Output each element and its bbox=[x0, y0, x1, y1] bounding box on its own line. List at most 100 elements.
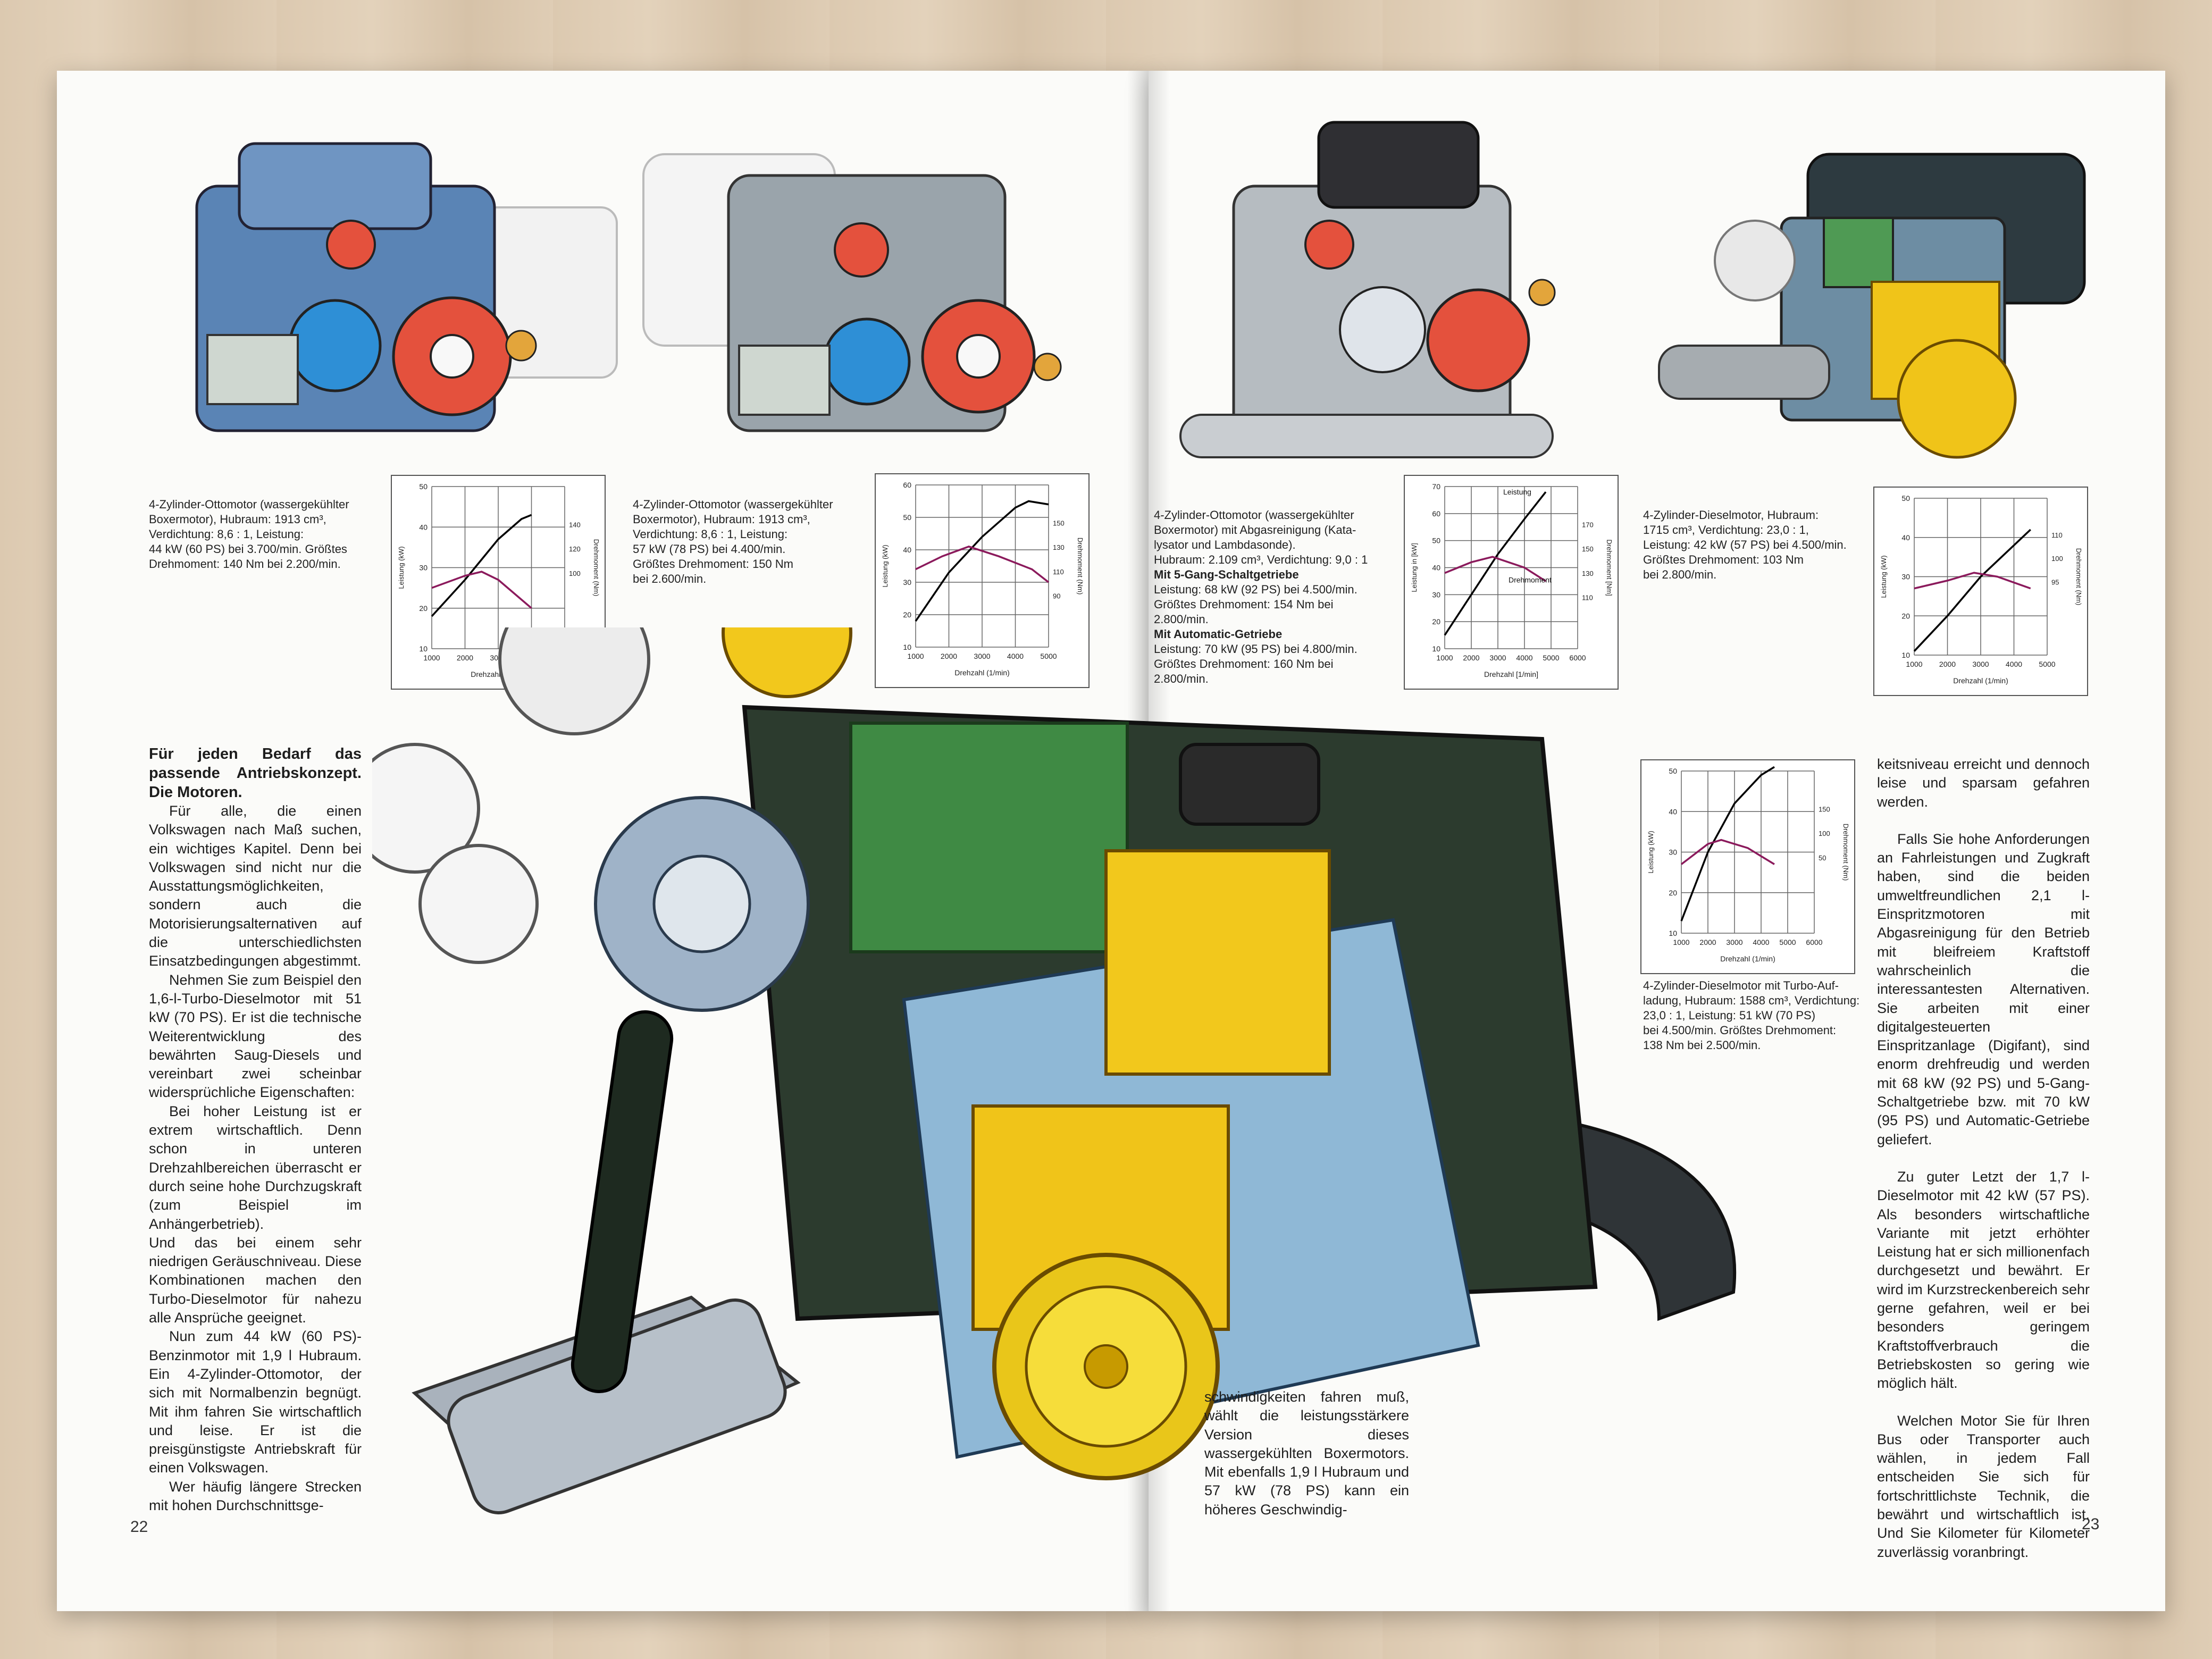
y-tick-label: 60 bbox=[1432, 509, 1440, 518]
article-left-column: Für jeden Bedarf das passende Antriebsko… bbox=[149, 744, 362, 1515]
y-tick-label: 10 bbox=[1669, 929, 1677, 937]
y-axis-label: Leistung in [kW] bbox=[1410, 543, 1418, 592]
x-tick-label: 2000 bbox=[457, 653, 473, 662]
y-tick-label: 10 bbox=[903, 643, 911, 651]
article-paragraph: Wer häufig längere Strecken mit hohen Du… bbox=[149, 1478, 362, 1513]
power-curve bbox=[915, 500, 1049, 622]
caption-line: 4-Zylinder-Ottomotor (wassergekühlter bbox=[149, 498, 349, 511]
article-paragraph: schwindigkeiten fahren muß, wählt die le… bbox=[1204, 1389, 1409, 1518]
y2-tick-label: 100 bbox=[569, 569, 581, 577]
x-tick-label: 2000 bbox=[1939, 660, 1956, 668]
caption-engine-5: 4-Zylinder-Dieselmotor mit Turbo-Auf- la… bbox=[1643, 978, 1877, 1053]
torque-curve bbox=[1680, 839, 1775, 865]
y-tick-label: 10 bbox=[1901, 651, 1910, 659]
x-tick-label: 4000 bbox=[1753, 938, 1769, 946]
y-axis-label: Leistung (kW) bbox=[1880, 555, 1888, 598]
y2-tick-label: 95 bbox=[2051, 578, 2059, 586]
caption-line: 4-Zylinder-Dieselmotor mit Turbo-Auf- bbox=[1643, 979, 1839, 992]
y-tick-label: 20 bbox=[419, 604, 428, 613]
y-tick-label: 20 bbox=[903, 610, 911, 619]
y-tick-label: 50 bbox=[1669, 767, 1677, 775]
y-tick-label: 70 bbox=[1432, 482, 1440, 491]
y-axis-label: Leistung (kW) bbox=[397, 546, 405, 589]
caption-line: 4-Zylinder-Dieselmotor, Hubraum: bbox=[1643, 508, 1819, 522]
y2-tick-label: 150 bbox=[1053, 519, 1065, 527]
x-tick-label: 5000 bbox=[1040, 652, 1057, 660]
x-tick-label: 1000 bbox=[423, 653, 440, 662]
article-heading: Für jeden Bedarf das passende Antriebsko… bbox=[149, 745, 362, 801]
power-curve bbox=[431, 514, 532, 617]
x-tick-label: 6000 bbox=[1806, 938, 1822, 946]
y-tick-label: 30 bbox=[1432, 590, 1440, 599]
caption-line: Boxermotor) mit Abgasreinigung (Kata- bbox=[1154, 523, 1356, 537]
article-paragraph: Falls Sie hohe Anforderungen an Fahrleis… bbox=[1877, 831, 2090, 1147]
caption-line: bei 4.500/min. Größtes Drehmoment: bbox=[1643, 1024, 1837, 1037]
y2-axis-label: Drehmoment (Nm) bbox=[1842, 824, 1850, 881]
y2-axis-label: Drehmoment [Nm] bbox=[1605, 539, 1613, 596]
y-tick-label: 60 bbox=[903, 481, 911, 489]
caption-line: 138 Nm bei 2.500/min. bbox=[1643, 1038, 1761, 1052]
caption-engine-1: 4-Zylinder-Ottomotor (wassergekühlter Bo… bbox=[149, 497, 393, 572]
torque-curve bbox=[1444, 556, 1546, 582]
y2-tick-label: 150 bbox=[1819, 805, 1830, 813]
y-tick-label: 40 bbox=[1901, 533, 1910, 542]
x-tick-label: 3000 bbox=[1726, 938, 1742, 946]
torque-curve bbox=[915, 546, 1050, 583]
caption-subheading: Mit Automatic-Getriebe bbox=[1154, 627, 1283, 641]
y2-tick-label: 140 bbox=[569, 521, 581, 529]
caption-line: ladung, Hubraum: 1588 cm³, Verdichtung: bbox=[1643, 994, 1860, 1007]
y2-tick-label: 110 bbox=[1582, 594, 1593, 602]
y2-tick-label: 150 bbox=[1582, 545, 1594, 553]
y-tick-label: 50 bbox=[1901, 494, 1910, 502]
y-tick-label: 30 bbox=[1901, 573, 1910, 581]
y-axis-label: Leistung (kW) bbox=[881, 544, 889, 587]
x-axis-label: Drehzahl (1/min) bbox=[1720, 954, 1775, 963]
y2-axis-label: Drehmoment (Nm) bbox=[2075, 548, 2083, 606]
caption-line: bei 2.600/min. bbox=[633, 572, 707, 585]
series-label: Drehmoment bbox=[1509, 576, 1552, 584]
caption-line: Größtes Drehmoment: 160 Nm bei bbox=[1154, 657, 1334, 671]
engine-illustration-4 bbox=[1658, 153, 2086, 459]
caption-line: Größtes Drehmoment: 150 Nm bbox=[633, 557, 793, 571]
y-tick-label: 40 bbox=[419, 523, 428, 531]
y-tick-label: 40 bbox=[1669, 807, 1677, 816]
caption-subheading: Mit 5-Gang-Schaltgetriebe bbox=[1154, 568, 1299, 581]
x-tick-label: 4000 bbox=[1516, 653, 1532, 662]
x-tick-label: 3000 bbox=[974, 652, 990, 660]
page-number-right: 23 bbox=[2082, 1515, 2100, 1533]
y-tick-label: 40 bbox=[1432, 564, 1440, 572]
x-axis-label: Drehzahl (1/min) bbox=[1953, 676, 2008, 685]
x-tick-label: 4000 bbox=[2006, 660, 2022, 668]
caption-line: 2.800/min. bbox=[1154, 672, 1209, 685]
y2-tick-label: 90 bbox=[1053, 592, 1060, 600]
caption-line: Verdichtung: 8,6 : 1, Leistung: bbox=[633, 527, 788, 541]
y2-tick-label: 130 bbox=[1053, 543, 1065, 551]
chart-engine-1: 100020003000400050001020304050140120100D… bbox=[391, 475, 606, 690]
caption-line: lysator und Lambdasonde). bbox=[1154, 538, 1296, 551]
caption-line: Boxermotor), Hubraum: 1913 cm³, bbox=[149, 513, 326, 526]
y-tick-label: 20 bbox=[1432, 617, 1440, 626]
x-tick-label: 2000 bbox=[1463, 653, 1479, 662]
article-paragraph: keitsniveau erreicht und dennoch leise u… bbox=[1877, 756, 2090, 810]
y-tick-label: 40 bbox=[903, 546, 911, 554]
y2-tick-label: 100 bbox=[2051, 555, 2063, 563]
x-tick-label: 6000 bbox=[1569, 653, 1586, 662]
y2-tick-label: 100 bbox=[1819, 830, 1830, 837]
article-paragraph: Für alle, die einen Volkswagen nach Maß … bbox=[149, 803, 362, 969]
caption-line: Größtes Drehmoment: 154 Nm bei bbox=[1154, 598, 1334, 611]
caption-engine-3: 4-Zylinder-Ottomotor (wassergekühlter Bo… bbox=[1154, 508, 1409, 686]
caption-line: Größtes Drehmoment: 103 Nm bbox=[1643, 553, 1804, 566]
x-axis-label: Drehzahl [1/min] bbox=[1484, 670, 1538, 678]
series-label: Leistung bbox=[1503, 488, 1531, 496]
caption-line: Leistung: 70 kW (95 PS) bei 4.800/min. bbox=[1154, 642, 1358, 656]
caption-line: 44 kW (60 PS) bei 3.700/min. Größtes bbox=[149, 542, 347, 556]
caption-line: 23,0 : 1, Leistung: 51 kW (70 PS) bbox=[1643, 1009, 1816, 1022]
y2-tick-label: 170 bbox=[1582, 521, 1594, 529]
y-tick-label: 50 bbox=[903, 513, 911, 522]
torque-curve bbox=[431, 571, 532, 609]
